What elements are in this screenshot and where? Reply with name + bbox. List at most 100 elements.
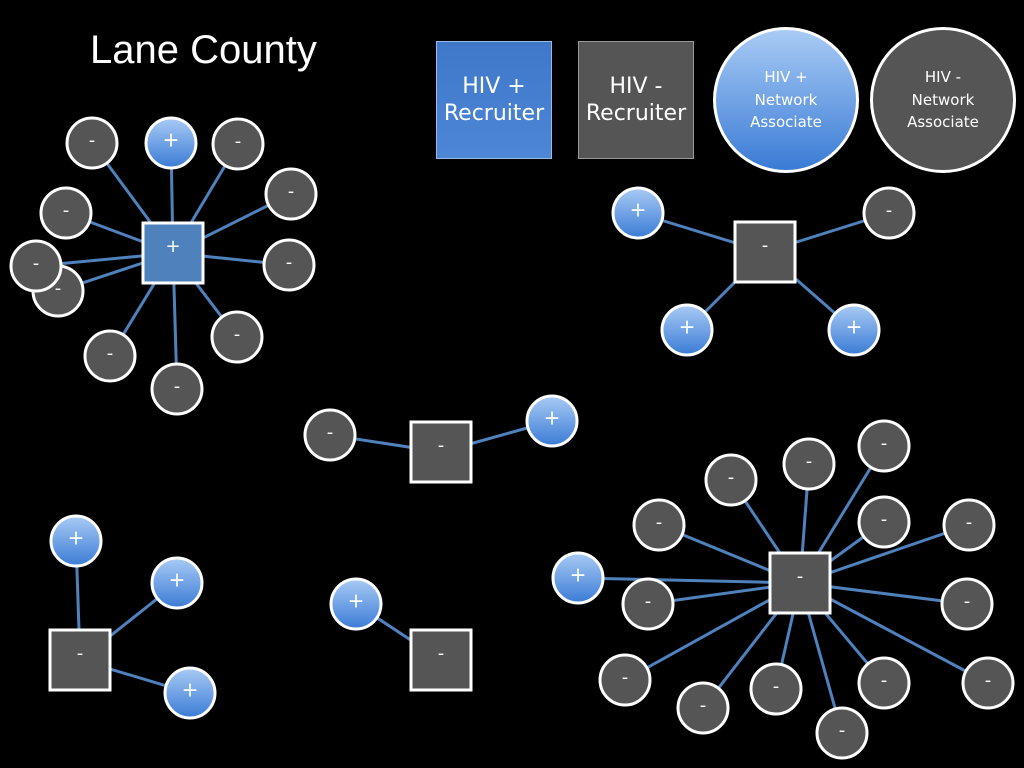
associate-status-label: - (33, 253, 40, 274)
recruiter-status-label: - (438, 643, 445, 664)
associate-status-label: - (622, 667, 629, 688)
associate-status-label: - (645, 591, 652, 612)
network-edge (577, 576, 801, 585)
recruiter-status-label: + (165, 236, 180, 257)
legend-hiv-pos-associate: HIV + Network Associate (713, 27, 859, 173)
associate-node (676, 681, 730, 735)
associate-status-label: - (881, 433, 888, 454)
associate-status-label: + (169, 568, 186, 592)
associate-status-label: - (964, 591, 971, 612)
associate-node (940, 577, 994, 631)
associate-node (621, 577, 675, 631)
associate-status-label: - (806, 451, 813, 472)
associate-node (49, 514, 103, 568)
associate-status-label: + (163, 128, 180, 152)
associate-status-label: - (656, 512, 663, 533)
associate-status-label: + (570, 563, 587, 587)
associate-node (329, 577, 383, 631)
recruiter-status-label: - (797, 566, 804, 587)
recruiter-node (409, 628, 473, 692)
legend-hiv-neg-associate: HIV - Network Associate (870, 27, 1016, 173)
legend-label: HIV - Recruiter (585, 73, 687, 127)
associate-status-label: - (235, 131, 242, 152)
associate-node (210, 310, 264, 364)
associate-node (857, 419, 911, 473)
associate-status-label: - (286, 252, 293, 273)
recruiter-status-label: - (762, 235, 769, 256)
associate-status-label: + (544, 406, 561, 430)
associate-status-label: + (846, 315, 863, 339)
associate-node (862, 186, 916, 240)
associate-status-label: - (966, 512, 973, 533)
recruiter-node (733, 220, 797, 284)
associate-status-label: - (985, 670, 992, 691)
legend-label: HIV + Recruiter (443, 73, 545, 127)
associate-node (525, 394, 579, 448)
associate-node (65, 116, 119, 170)
associate-node (961, 656, 1015, 710)
associate-status-label: - (107, 343, 114, 364)
associate-status-label: + (630, 198, 647, 222)
associate-status-label: - (63, 200, 70, 221)
associate-status-label: - (773, 676, 780, 697)
recruiter-status-label: - (438, 435, 445, 456)
associate-node (782, 437, 836, 491)
recruiter-node (409, 420, 473, 484)
network-5: -+ (329, 577, 473, 692)
associate-node (660, 303, 714, 357)
associate-status-label: - (700, 695, 707, 716)
recruiter-node (768, 551, 832, 615)
legend-hiv-neg-recruiter: HIV - Recruiter (578, 41, 694, 159)
network-3: - - + (303, 394, 579, 484)
legend-label: HIV + Network Associate (750, 68, 822, 132)
associate-status-label: - (728, 467, 735, 488)
network-4: - + + + (48, 514, 217, 720)
associate-status-label: - (234, 324, 241, 345)
associate-status-label: - (327, 422, 334, 443)
legend-hiv-pos-recruiter: HIV + Recruiter (436, 41, 552, 159)
associate-node (9, 239, 63, 293)
associate-status-label: - (288, 181, 295, 202)
associate-status-label: - (886, 200, 893, 221)
associate-node (83, 329, 137, 383)
associate-node (303, 408, 357, 462)
associate-node (39, 186, 93, 240)
network-1: +-+--------- (9, 116, 318, 416)
associate-node (749, 662, 803, 716)
associate-node (857, 656, 911, 710)
associate-node (150, 556, 204, 610)
associate-node (611, 186, 665, 240)
associate-node (211, 117, 265, 171)
associate-node (942, 498, 996, 552)
associate-node (704, 453, 758, 507)
associate-node (150, 362, 204, 416)
legend-label: HIV - Network Associate (907, 68, 979, 132)
associate-status-label: - (174, 376, 181, 397)
associate-status-label: + (679, 315, 696, 339)
associate-node (598, 653, 652, 707)
associate-status-label: - (55, 278, 62, 299)
associate-node (262, 238, 316, 292)
associate-node (815, 706, 869, 760)
associate-node (264, 167, 318, 221)
recruiter-node (141, 221, 205, 285)
page-title: Lane County (90, 28, 317, 72)
recruiter-node (48, 628, 112, 692)
associate-node (551, 551, 605, 605)
associate-status-label: + (348, 589, 365, 613)
associate-node (632, 498, 686, 552)
associate-status-label: + (68, 526, 85, 550)
associate-status-label: - (881, 509, 888, 530)
associate-node (827, 303, 881, 357)
associate-status-label: - (89, 130, 96, 151)
associate-node (857, 495, 911, 549)
associate-status-label: - (881, 670, 888, 691)
network-2: - + - + + (611, 186, 916, 357)
network-6: - - - - - - - + - - - - - - - - (551, 419, 1015, 760)
associate-status-label: + (182, 678, 199, 702)
associate-node (144, 116, 198, 170)
associate-status-label: - (839, 720, 846, 741)
associate-node (163, 666, 217, 720)
recruiter-status-label: - (77, 643, 84, 664)
